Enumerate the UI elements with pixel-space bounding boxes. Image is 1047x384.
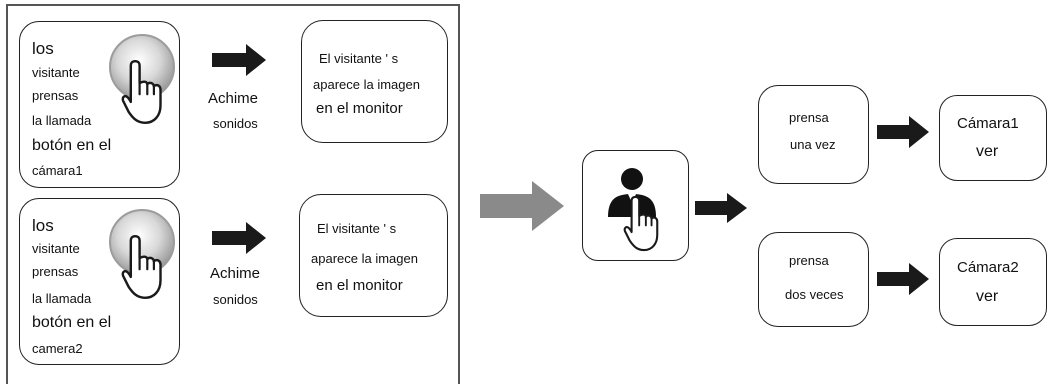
option-result-line: ver: [976, 288, 999, 305]
press-text-line: visitante: [32, 65, 80, 80]
arrow-label: Achime: [210, 265, 261, 282]
call-button-press-icon: [109, 34, 175, 125]
press-text-line: cámara1: [32, 163, 83, 178]
press-box-camera1: los visitante prensas la llamada botón e…: [19, 21, 180, 188]
camera-section-frame: [6, 4, 460, 384]
right-arrow-icon: [877, 263, 929, 295]
result-box-camera1: El visitante ' s aparece la imagen en el…: [301, 20, 448, 143]
press-text-line: botón en el: [32, 137, 112, 154]
right-arrow-icon: [212, 222, 266, 254]
right-arrow-icon: [212, 44, 266, 76]
right-arrow-icon: [480, 181, 564, 231]
option-result-line: Cámara1: [957, 115, 1019, 132]
person-press-icon: [608, 168, 659, 252]
right-arrow-icon: [695, 193, 747, 223]
press-text-line: camera2: [32, 341, 83, 356]
result-text-line: El visitante ' s: [319, 51, 399, 66]
press-twice-box: prensa dos veces: [758, 232, 869, 327]
press-text-line: prensas: [32, 88, 79, 103]
right-arrow-icon: [877, 116, 929, 148]
result-text-line: El visitante ' s: [317, 221, 397, 236]
press-text-line: la llamada: [32, 113, 92, 128]
arrow-label: Achime: [208, 90, 259, 107]
press-text-line: botón en el: [32, 314, 112, 331]
option-text-line: prensa: [789, 253, 829, 268]
press-text-line: la llamada: [32, 291, 92, 306]
result-text-line: aparece la imagen: [313, 77, 420, 92]
press-text-line: prensas: [32, 264, 79, 279]
option-text-line: dos veces: [785, 287, 844, 302]
arrow-label: sonidos: [213, 116, 258, 131]
result-text-line: aparece la imagen: [311, 251, 418, 266]
call-button-press-icon: [109, 209, 175, 300]
result-text-line: en el monitor: [316, 100, 403, 117]
camera1-view-box: Cámara1 ver: [939, 95, 1047, 181]
result-box-camera2: El visitante ' s aparece la imagen en el…: [299, 194, 448, 317]
option-result-line: ver: [976, 143, 999, 160]
press-once-box: prensa una vez: [758, 85, 869, 184]
press-text-line: los: [32, 216, 54, 235]
press-text-line: visitante: [32, 241, 80, 256]
camera2-view-box: Cámara2 ver: [939, 238, 1047, 326]
arrow-label: sonidos: [213, 292, 258, 307]
monitor-button-box: [582, 150, 689, 261]
result-text-line: en el monitor: [316, 277, 403, 294]
press-text-line: los: [32, 39, 54, 58]
option-result-line: Cámara2: [957, 259, 1019, 276]
press-box-camera2: los visitante prensas la llamada botón e…: [19, 198, 180, 365]
option-text-line: una vez: [790, 137, 836, 152]
option-text-line: prensa: [789, 110, 829, 125]
